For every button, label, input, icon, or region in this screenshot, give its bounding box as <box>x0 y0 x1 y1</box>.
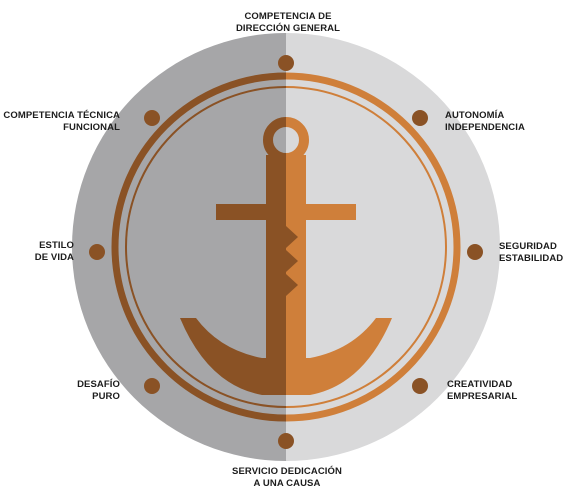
label-line: AUTONOMÍA <box>445 110 505 121</box>
dot-bottom-right <box>412 378 428 394</box>
label-line: DIRECCIÓN GENERAL <box>235 23 341 34</box>
label-line: A UNA CAUSA <box>253 478 321 489</box>
label-line: ESTABILIDAD <box>499 253 564 264</box>
label-line: CREATIVIDAD <box>447 379 513 390</box>
dot-bottom <box>278 433 294 449</box>
label-line: FUNCIONAL <box>63 122 120 133</box>
label-line: SERVICIO DEDICACIÓN <box>232 466 342 477</box>
label-line: EMPRESARIAL <box>447 391 518 402</box>
dot-top-left <box>144 110 160 126</box>
label-bottom-right: CREATIVIDAD EMPRESARIAL <box>447 379 517 403</box>
inner-ring <box>125 86 447 408</box>
label-line: DESAFÍO <box>77 379 120 390</box>
dot-top <box>278 55 294 71</box>
label-right: SEGURIDAD ESTABILIDAD <box>499 241 563 265</box>
label-bottom: SERVICIO DEDICACIÓN A UNA CAUSA <box>232 466 342 490</box>
dot-top-right <box>412 110 428 126</box>
label-left: ESTILO DE VIDA <box>35 240 74 264</box>
label-line: SEGURIDAD <box>499 241 557 252</box>
anchor-dots <box>89 55 483 449</box>
label-line: COMPETENCIA TÉCNICA <box>3 110 120 121</box>
label-top-left: COMPETENCIA TÉCNICA FUNCIONAL <box>3 110 120 134</box>
label-line: PURO <box>92 391 120 402</box>
label-line: COMPETENCIA DE <box>244 11 332 22</box>
dot-bottom-left <box>144 378 160 394</box>
label-bottom-left: DESAFÍO PURO <box>77 379 120 403</box>
label-top-right: AUTONOMÍA INDEPENDENCIA <box>445 110 525 134</box>
label-line: ESTILO <box>39 240 74 251</box>
outer-ring <box>111 72 461 422</box>
anchor-icon <box>180 117 392 395</box>
dot-right <box>467 244 483 260</box>
dot-left <box>89 244 105 260</box>
label-line: DE VIDA <box>34 252 74 263</box>
label-top: COMPETENCIA DE DIRECCIÓN GENERAL <box>236 11 340 35</box>
label-line: INDEPENDENCIA <box>445 122 525 133</box>
